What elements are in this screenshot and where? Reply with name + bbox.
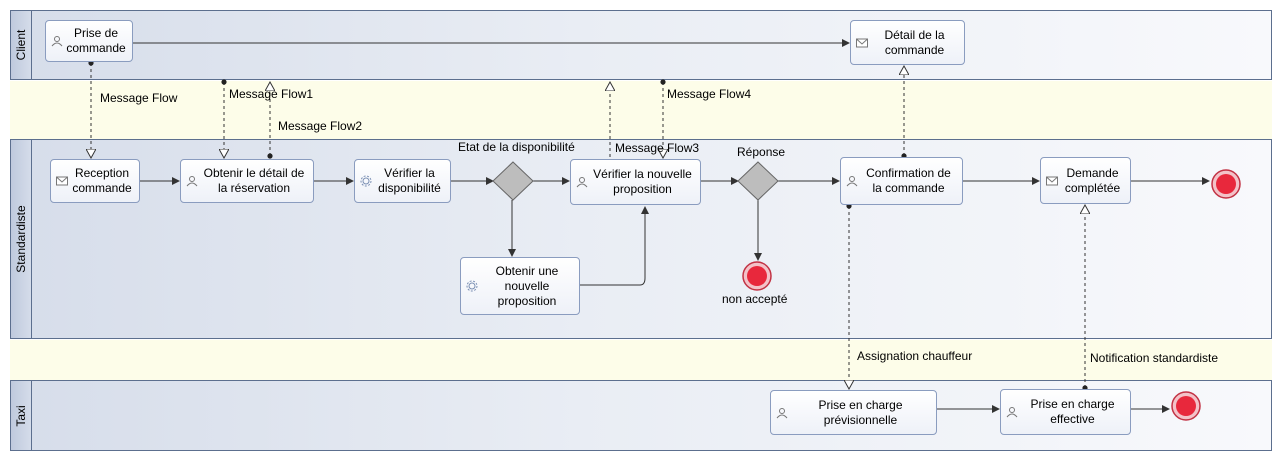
end-event-non-accepte (742, 261, 772, 291)
pool-taxi-label: Taxi (11, 381, 32, 450)
gateway-etat-dispo (492, 161, 534, 201)
user-icon (186, 176, 198, 187)
label-notification: Notification standardiste (1090, 351, 1219, 365)
user-icon (776, 407, 788, 418)
label-reponse: Réponse (737, 145, 786, 159)
flow-obtenir-nouvelle-to-verifier-nouvelle (580, 206, 649, 286)
pool-standardiste-label: Standardiste (11, 140, 32, 338)
task-obtenir-detail-label: Obtenir le détail de la réservation (203, 166, 305, 195)
user-icon (846, 176, 858, 187)
task-prise-commande-label: Prise de commande (66, 26, 126, 55)
end-event-main (1211, 169, 1241, 199)
task-obtenir-nouvelle-label: Obtenir une nouvelle proposition (495, 263, 559, 308)
pool-client-label: Client (11, 11, 32, 79)
task-prise-commande[interactable]: Prise de commande (45, 20, 133, 62)
task-prise-previsionnelle[interactable]: Prise en charge prévisionnelle (770, 390, 937, 435)
envelope-icon (1046, 176, 1058, 185)
end-event-taxi (1171, 391, 1201, 421)
envelope-icon (56, 176, 68, 186)
task-confirmation[interactable]: Confirmation de la commande (840, 157, 963, 205)
task-detail-commande[interactable]: Détail de la commande (850, 20, 965, 65)
task-reception-commande-label: Reception commande (72, 166, 132, 195)
pool-client: Client (10, 10, 1272, 80)
task-obtenir-detail[interactable]: Obtenir le détail de la réservation (180, 159, 314, 203)
task-verifier-dispo[interactable]: Vérifier la disponibilité (354, 159, 451, 203)
task-prise-previsionnelle-label: Prise en charge prévisionnelle (818, 397, 903, 427)
task-demande-completee-label: Demande complétée (1064, 165, 1121, 195)
envelope-icon (856, 38, 868, 47)
task-reception-commande[interactable]: Reception commande (50, 159, 140, 203)
task-prise-effective-label: Prise en charge effective (1030, 397, 1115, 426)
label-non-accepte: non accepté (722, 292, 788, 306)
task-verifier-nouvelle-label: Vérifier la nouvelle proposition (593, 167, 692, 196)
lane-gap-2 (10, 340, 1272, 380)
gear-icon (360, 175, 372, 187)
label-message-flow1: Message Flow1 (229, 87, 314, 101)
task-verifier-nouvelle[interactable]: Vérifier la nouvelle proposition (570, 159, 701, 205)
task-detail-commande-label: Détail de la commande (884, 27, 945, 57)
task-demande-completee[interactable]: Demande complétée (1040, 157, 1131, 204)
label-message-flow4: Message Flow4 (667, 87, 752, 101)
task-confirmation-label: Confirmation de la commande (866, 166, 951, 195)
label-message-flow3: Message Flow3 (615, 141, 700, 155)
task-obtenir-nouvelle[interactable]: Obtenir une nouvelle proposition (460, 257, 580, 315)
user-icon (1006, 407, 1018, 418)
task-prise-effective[interactable]: Prise en charge effective (1000, 389, 1131, 435)
label-message-flow: Message Flow (100, 91, 178, 105)
label-message-flow2: Message Flow2 (278, 119, 363, 133)
label-etat-dispo: Etat de la disponibilité (458, 140, 575, 154)
label-assignation: Assignation chauffeur (857, 349, 973, 363)
gear-icon (466, 280, 478, 292)
user-icon (576, 177, 588, 188)
gateway-reponse (737, 161, 779, 201)
user-icon (51, 36, 63, 47)
task-verifier-dispo-label: Vérifier la disponibilité (378, 166, 441, 195)
